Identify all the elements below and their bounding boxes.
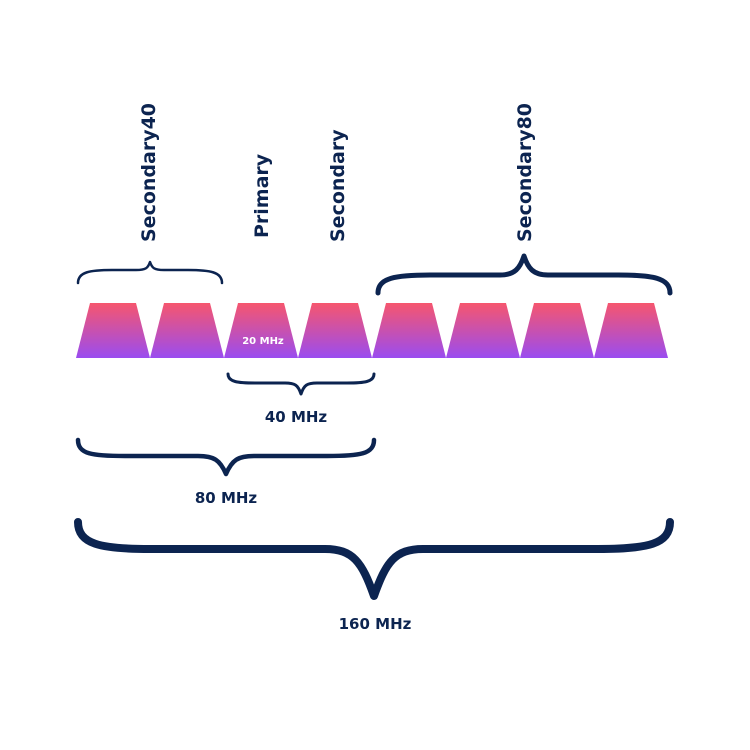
label-secondary80: Secondary80 <box>514 103 536 242</box>
label-primary: Primary <box>251 153 273 238</box>
channel-7 <box>520 303 594 358</box>
channel-row <box>76 303 668 358</box>
channel-label-20mhz: 20 MHz <box>242 336 284 347</box>
label-160mhz: 160 MHz <box>339 615 412 633</box>
channel-5 <box>372 303 446 358</box>
brace-80mhz <box>75 437 377 477</box>
channel-8 <box>594 303 668 358</box>
brace-160mhz <box>74 518 674 600</box>
label-40mhz: 40 MHz <box>265 408 328 426</box>
label-secondary40: Secondary40 <box>138 103 160 242</box>
channel-6 <box>446 303 520 358</box>
brace-secondary80 <box>375 253 673 296</box>
channel-4 <box>298 303 372 358</box>
brace-40mhz <box>226 372 376 396</box>
channel-2 <box>150 303 224 358</box>
channel-1 <box>76 303 150 358</box>
channel-3 <box>224 303 298 358</box>
label-secondary: Secondary <box>327 129 349 242</box>
label-80mhz: 80 MHz <box>195 489 258 507</box>
brace-secondary40 <box>76 260 224 285</box>
